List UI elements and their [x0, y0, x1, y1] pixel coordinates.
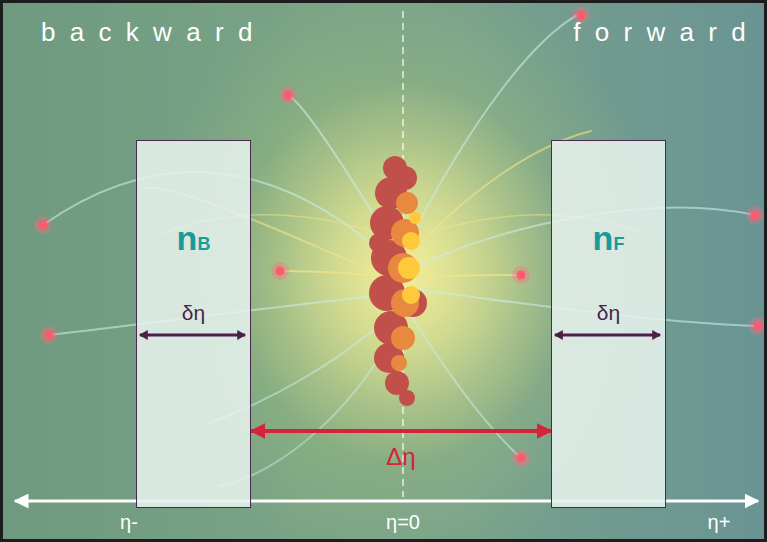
direction-label: backward [41, 17, 267, 48]
width-label: δη [552, 301, 665, 325]
width-label: δη [137, 301, 250, 325]
axis-label: η+ [708, 511, 731, 534]
gap-label: Δη [386, 443, 415, 471]
width-arrow [552, 325, 665, 345]
window-box: nB δη [136, 140, 251, 508]
direction-label: forward [573, 17, 760, 48]
count-label: nB [137, 219, 250, 258]
width-arrow [137, 325, 250, 345]
axis-label: η- [120, 511, 138, 534]
axis-label: η=0 [386, 511, 420, 534]
window-box: nF δη [551, 140, 666, 508]
gap-arrow [251, 429, 551, 433]
count-label: nF [552, 219, 665, 258]
